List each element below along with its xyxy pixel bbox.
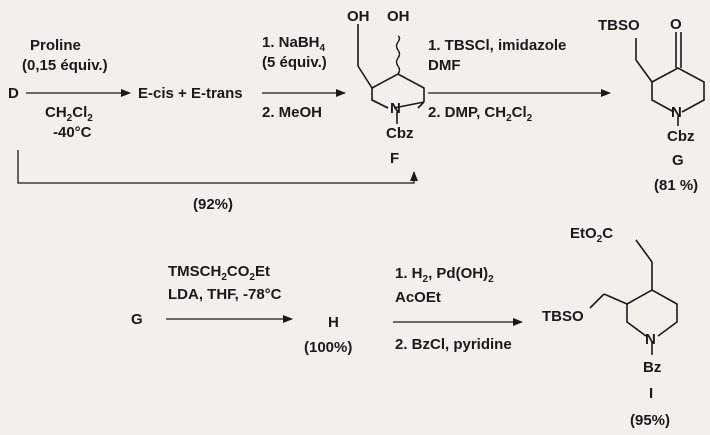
f-nitrogen: N: [390, 100, 401, 117]
i-tbso: TBSO: [542, 308, 584, 325]
i-nitrogen: N: [645, 331, 656, 348]
step4-reagent: TMSCH2CO2Et: [168, 263, 270, 283]
compound-f-structure: OH OH N Cbz: [347, 8, 425, 142]
compound-i-structure: EtO2C TBSO N Bz: [542, 225, 678, 376]
i-bz: Bz: [643, 359, 661, 376]
yield-d-to-f: (92%): [193, 196, 233, 213]
step2-line2: (5 équiv.): [262, 54, 327, 71]
g-tbso: TBSO: [598, 17, 640, 34]
f-cbz: Cbz: [386, 125, 414, 142]
step5-line3: 2. BzCl, pyridine: [395, 336, 512, 353]
compound-h-label: H: [328, 314, 339, 331]
step5-line1: 1. H2, Pd(OH)2: [395, 265, 494, 285]
step3-line1: 1. TBSCl, imidazole: [428, 37, 566, 54]
step3-line2: DMF: [428, 57, 461, 74]
compound-i-label: I: [649, 385, 653, 402]
step1-solvent: CH2Cl2: [45, 104, 93, 124]
step1-amount: (0,15 équiv.): [22, 57, 108, 74]
compound-d-label: D: [8, 85, 19, 102]
g-nitrogen: N: [671, 104, 682, 121]
yield-i: (95%): [630, 412, 670, 429]
overall-bracket-arrow: [17, 150, 418, 184]
f-oh-left: OH: [347, 8, 370, 25]
compound-e-mixture-label: E-cis + E-trans: [138, 85, 243, 102]
step1-temperature: -40°C: [53, 124, 92, 141]
f-oh-right: OH: [387, 8, 410, 25]
yield-g: (81 %): [654, 177, 698, 194]
step1-reagent: Proline: [30, 37, 81, 54]
step3-line3: 2. DMP, CH2Cl2: [428, 104, 533, 124]
step4-conditions: LDA, THF, -78°C: [168, 286, 282, 303]
compound-g-structure: TBSO O N Cbz: [598, 16, 705, 145]
step5-line2: AcOEt: [395, 289, 441, 306]
compound-f-label: F: [390, 150, 399, 167]
g-cbz: Cbz: [667, 128, 695, 145]
yield-h: (100%): [304, 339, 352, 356]
compound-g-start-label: G: [131, 311, 143, 328]
step2-line1: 1. NaBH4: [262, 34, 326, 54]
compound-g-label: G: [672, 152, 684, 169]
i-ester: EtO2C: [570, 225, 613, 245]
g-carbonyl-oxygen: O: [670, 16, 682, 33]
step2-line3: 2. MeOH: [262, 104, 322, 121]
